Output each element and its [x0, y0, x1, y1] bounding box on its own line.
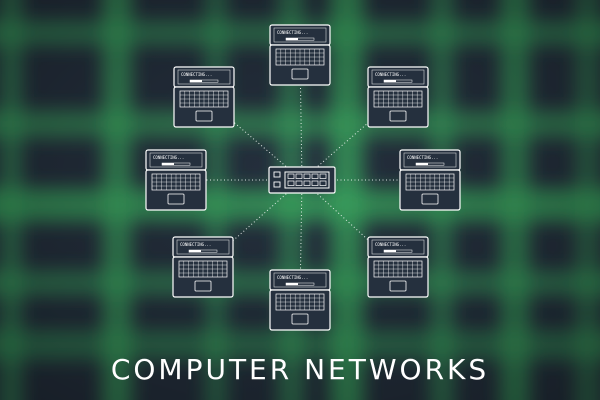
link-laptop-bottom-left: [202, 179, 303, 268]
laptop-icon: [367, 66, 429, 128]
connecting-label: CONNECTING...: [375, 242, 406, 247]
connecting-label: CONNECTING...: [277, 30, 308, 35]
laptop-top: CONNECTING...: [269, 24, 331, 86]
link-laptop-top-left: [203, 96, 303, 181]
caption: COMPUTER NETWORKS: [110, 353, 490, 386]
laptop-icon: [269, 24, 331, 86]
laptop-bottom-right: CONNECTING...: [367, 236, 429, 298]
connecting-label: CONNECTING...: [153, 155, 184, 160]
laptop-bottom: CONNECTING...: [269, 269, 331, 331]
connecting-label: CONNECTING...: [375, 72, 406, 77]
laptop-top-right: CONNECTING...: [367, 66, 429, 128]
link-laptop-bottom: [299, 179, 303, 301]
laptop-top-left: CONNECTING...: [173, 66, 235, 128]
connecting-label: CONNECTING...: [181, 72, 212, 77]
laptop-nodes: CONNECTING... CONNECTING... CONNECTING... C…: [145, 24, 461, 331]
laptop-icon: [172, 236, 234, 298]
link-laptop-bottom-right: [301, 179, 399, 268]
laptop-bottom-left: CONNECTING...: [172, 236, 234, 298]
laptop-right: CONNECTING...: [399, 149, 461, 211]
connecting-label: CONNECTING...: [277, 275, 308, 280]
network-switch-icon: [268, 166, 336, 194]
connecting-label: CONNECTING...: [180, 242, 211, 247]
laptop-icon: [367, 236, 429, 298]
connecting-label: CONNECTING...: [407, 155, 438, 160]
laptop-icon: [173, 66, 235, 128]
laptop-icon: [269, 269, 331, 331]
network-switch: [268, 166, 336, 194]
laptop-left: CONNECTING...: [145, 149, 207, 211]
laptop-icon: [399, 149, 461, 211]
laptop-icon: [145, 149, 207, 211]
